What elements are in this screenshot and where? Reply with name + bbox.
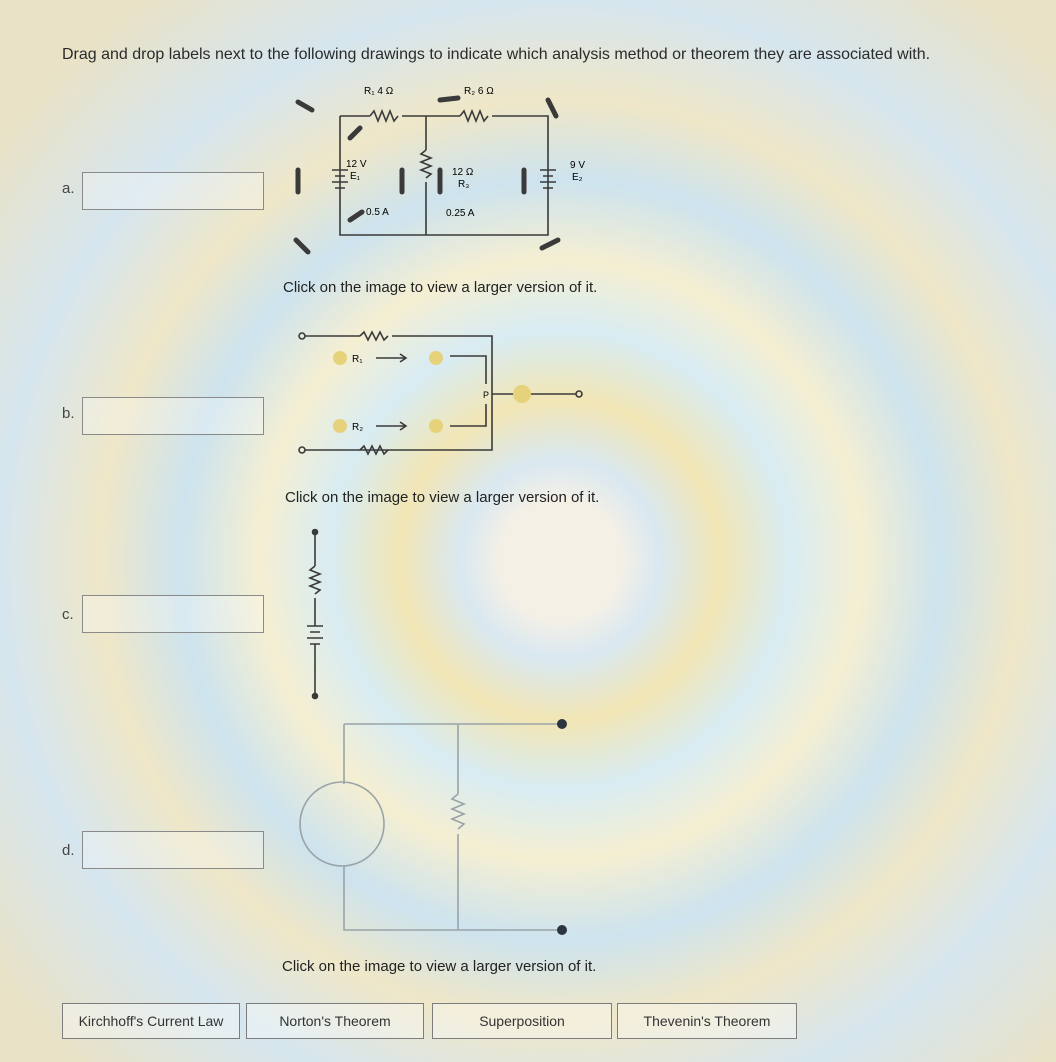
label-chip-kirchhoffs-current-law[interactable]: Kirchhoff's Current Law bbox=[62, 1003, 240, 1039]
drop-target-b[interactable] bbox=[82, 397, 264, 435]
drop-target-a[interactable] bbox=[82, 172, 264, 210]
label-chip-thevenins-theorem[interactable]: Thevenin's Theorem bbox=[617, 1003, 797, 1039]
fig-a-r3-value: 12 Ω bbox=[452, 167, 474, 178]
figure-a-circuit[interactable]: R₁ 4 Ω R₂ 6 Ω 12 V E₁ 12 Ω R₃ 9 V E₂ 0.5… bbox=[280, 80, 610, 260]
label-chip-text: Kirchhoff's Current Law bbox=[78, 1013, 224, 1029]
drop-target-c[interactable] bbox=[82, 595, 264, 633]
caption-figure-d: Click on the image to view a larger vers… bbox=[282, 958, 597, 975]
figure-b-circuit[interactable]: R₁ R₂ P bbox=[290, 322, 590, 462]
question-label-a: a. bbox=[62, 180, 75, 197]
fig-a-e2-voltage: 9 V bbox=[570, 160, 585, 171]
question-label-b: b. bbox=[62, 405, 75, 422]
label-chip-text: Norton's Theorem bbox=[279, 1013, 391, 1029]
fig-a-e2-name: E₂ bbox=[572, 172, 583, 183]
fig-a-r2-label: R₂ 6 Ω bbox=[464, 86, 494, 97]
question-label-d: d. bbox=[62, 842, 75, 859]
fig-a-e1-name: E₁ bbox=[350, 171, 361, 182]
question-label-c: c. bbox=[62, 606, 74, 623]
fig-a-r3-name: R₃ bbox=[458, 179, 469, 190]
label-chip-text: Superposition bbox=[479, 1013, 565, 1029]
label-chip-text: Thevenin's Theorem bbox=[643, 1013, 771, 1029]
fig-a-r1-label: R₁ 4 Ω bbox=[364, 86, 394, 97]
instructions-text: Drag and drop labels next to the followi… bbox=[62, 46, 931, 63]
fig-a-current-1: 0.5 A bbox=[366, 207, 389, 218]
label-chip-superposition[interactable]: Superposition bbox=[432, 1003, 612, 1039]
fig-b-r1-label: R₁ bbox=[352, 354, 363, 365]
label-chip-nortons-theorem[interactable]: Norton's Theorem bbox=[246, 1003, 424, 1039]
figure-c-circuit[interactable] bbox=[300, 526, 330, 706]
caption-figure-a: Click on the image to view a larger vers… bbox=[283, 279, 598, 296]
figure-d-circuit[interactable] bbox=[290, 712, 580, 942]
fig-b-p-label: P bbox=[483, 390, 489, 400]
fig-a-current-2: 0.25 A bbox=[446, 208, 475, 219]
fig-b-r2-label: R₂ bbox=[352, 422, 363, 433]
caption-figure-b: Click on the image to view a larger vers… bbox=[285, 489, 600, 506]
drop-target-d[interactable] bbox=[82, 831, 264, 869]
fig-a-e1-voltage: 12 V bbox=[346, 159, 367, 170]
